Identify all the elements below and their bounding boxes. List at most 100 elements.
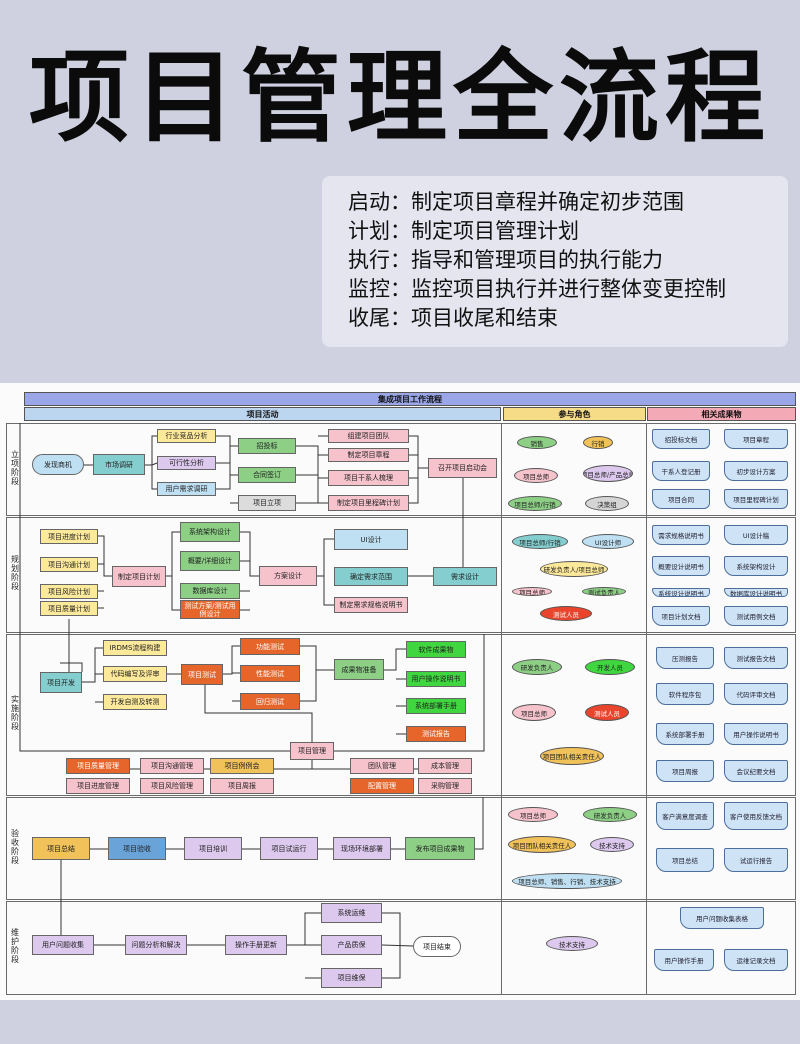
connector-line <box>82 647 103 683</box>
activity-box: 制定项目里程碑计划 <box>328 495 409 511</box>
role-cloud: 测试负责人 <box>582 587 626 596</box>
summary-line: 执行：指导和管理项目的执行能力 <box>348 248 663 272</box>
artifact-document: 项目里程碑计划 <box>724 489 788 509</box>
bottom-bar <box>0 1000 800 1044</box>
stage-band <box>6 517 796 633</box>
page-title: 项目管理全流程 <box>29 39 771 156</box>
role-cloud: 项目总师 <box>512 587 552 596</box>
artifact-document: 项目总结 <box>656 848 714 872</box>
activity-box: 项目周报 <box>210 778 274 794</box>
summary-line: 监控：监控项目执行并进行整体变更控制 <box>348 277 726 301</box>
artifact-document: 项目周报 <box>656 760 714 782</box>
activity-box: 操作手册更新 <box>225 935 287 955</box>
artifact-document: 试运行报告 <box>724 848 788 872</box>
role-cloud: 测试人员 <box>585 704 629 721</box>
activity-box: 系统架构设计 <box>180 522 240 542</box>
role-cloud: 研发负责人 <box>512 659 562 675</box>
artifact-document: 用户操作手册 <box>654 949 714 971</box>
role-cloud: 项目团队相关责任人 <box>508 836 576 853</box>
role-cloud: 决策组 <box>585 496 629 511</box>
activity-box: 问题分析和解决 <box>125 935 187 955</box>
activity-box: 功能测试 <box>240 638 300 655</box>
activity-box: 性能测试 <box>240 665 300 682</box>
activity-box: IRDMS流程构建 <box>103 640 167 656</box>
artifact-document: 测试用例文档 <box>724 606 788 626</box>
artifact-document: 初步设计方案 <box>724 461 788 481</box>
activity-box: 系统运维 <box>321 903 382 923</box>
activity-box: 成本管理 <box>418 758 472 774</box>
activity-box: 项目风险计划 <box>40 584 98 599</box>
activity-box: 项目开发 <box>40 672 82 693</box>
activity-box: 现场环境部署 <box>333 837 391 860</box>
artifact-document: 系统架构设计 <box>724 556 788 576</box>
artifact-document: 客户使用反馈文档 <box>724 802 788 830</box>
connector-line <box>151 462 158 466</box>
activity-box: 项目验收 <box>108 837 166 860</box>
artifact-document: 招投标文档 <box>652 429 710 449</box>
activity-box: 可行性分析 <box>157 456 216 470</box>
activity-box: 数据库设计 <box>180 583 240 599</box>
activity-box: 确定需求范围 <box>334 567 408 586</box>
activity-box: 产品质保 <box>321 935 382 955</box>
connector-line <box>60 662 83 672</box>
activity-box: UI设计 <box>334 529 408 550</box>
activity-box: 项目沟通计划 <box>40 557 98 572</box>
connector-line <box>323 538 334 606</box>
activity-box: 项目总结 <box>32 837 90 860</box>
role-cloud: 项目总师/行销 <box>512 534 568 549</box>
activity-box: 项目维保 <box>321 968 382 988</box>
artifact-document: 会议纪要文档 <box>724 760 788 782</box>
summary-line: 计划：制定项目管理计划 <box>348 219 579 243</box>
activity-box: 项目立项 <box>238 495 296 511</box>
role-cloud: 项目总师/产品总师 <box>583 465 633 482</box>
artifact-document: 系统设计说明书 <box>652 588 710 597</box>
artifact-document: 概要设计说明书 <box>652 556 710 576</box>
stage-band <box>6 634 796 796</box>
connector-line <box>384 648 406 671</box>
workflow-diagram: 集成项目工作流程 项目活动 参与角色 相关成果物 立项阶段规划阶段实施阶段验收阶… <box>0 383 800 1000</box>
activity-box: 制定项目章程 <box>328 448 409 462</box>
role-cloud: UI设计师 <box>582 534 634 549</box>
role-cloud: 项目总师 <box>508 807 558 822</box>
activity-box: 开发自测及转测 <box>103 694 167 710</box>
artifact-document: 测试报告文档 <box>724 647 788 669</box>
activity-box: 项目管理 <box>290 742 334 760</box>
activity-box: 发布项目成果物 <box>405 837 475 860</box>
role-cloud: 研发负责人 <box>583 807 637 822</box>
activity-box: 项目沟通管理 <box>140 758 204 774</box>
activity-box: 项目风险管理 <box>140 778 204 794</box>
activity-box: 项目试运行 <box>260 837 318 860</box>
role-cloud: 研发负责人/项目总师 <box>540 561 608 577</box>
summary-line: 收尾：项目收尾和结束 <box>348 306 558 330</box>
artifact-document: 代码评审文档 <box>724 683 788 705</box>
artifact-document: 压测报告 <box>656 647 714 669</box>
stage-label: 维护阶段 <box>11 928 19 964</box>
connector-line <box>334 634 485 752</box>
connector-lines <box>19 423 485 979</box>
artifact-document: 干系人登记册 <box>652 461 710 481</box>
activity-box: 概要/详细设计 <box>180 551 240 571</box>
activity-box: 用户需求调研 <box>157 482 216 496</box>
summary-card: 启动：制定项目章程并确定初步范围 计划：制定项目管理计划 执行：指导和管理项目的… <box>322 176 788 347</box>
connector-line <box>145 435 157 466</box>
stage-label: 规划阶段 <box>11 555 19 591</box>
connector-line <box>223 645 240 675</box>
activity-box: 需求设计 <box>433 567 497 586</box>
artifact-document: 数据库设计说明书 <box>724 588 788 597</box>
activity-box: 项目进度管理 <box>66 778 130 794</box>
stage-band <box>6 797 796 900</box>
activity-box: 项目结束 <box>413 936 461 957</box>
col-header-roles: 参与角色 <box>503 407 646 421</box>
stage-label: 立项阶段 <box>11 449 19 486</box>
role-cloud: 销售 <box>517 436 557 449</box>
connector-line <box>98 535 112 577</box>
activity-box: 项目培训 <box>184 837 242 860</box>
stage-label: 验收阶段 <box>11 828 19 865</box>
activity-box: 系统部署手册 <box>406 698 466 714</box>
activity-box: 回归测试 <box>240 693 300 710</box>
column-divider <box>646 423 647 995</box>
diagram-title: 集成项目工作流程 <box>24 392 796 406</box>
activity-box: 行业竞品分析 <box>157 429 216 443</box>
activity-box: 制定需求规格说明书 <box>334 597 408 613</box>
activity-box: 代码编写及评审 <box>103 666 167 682</box>
